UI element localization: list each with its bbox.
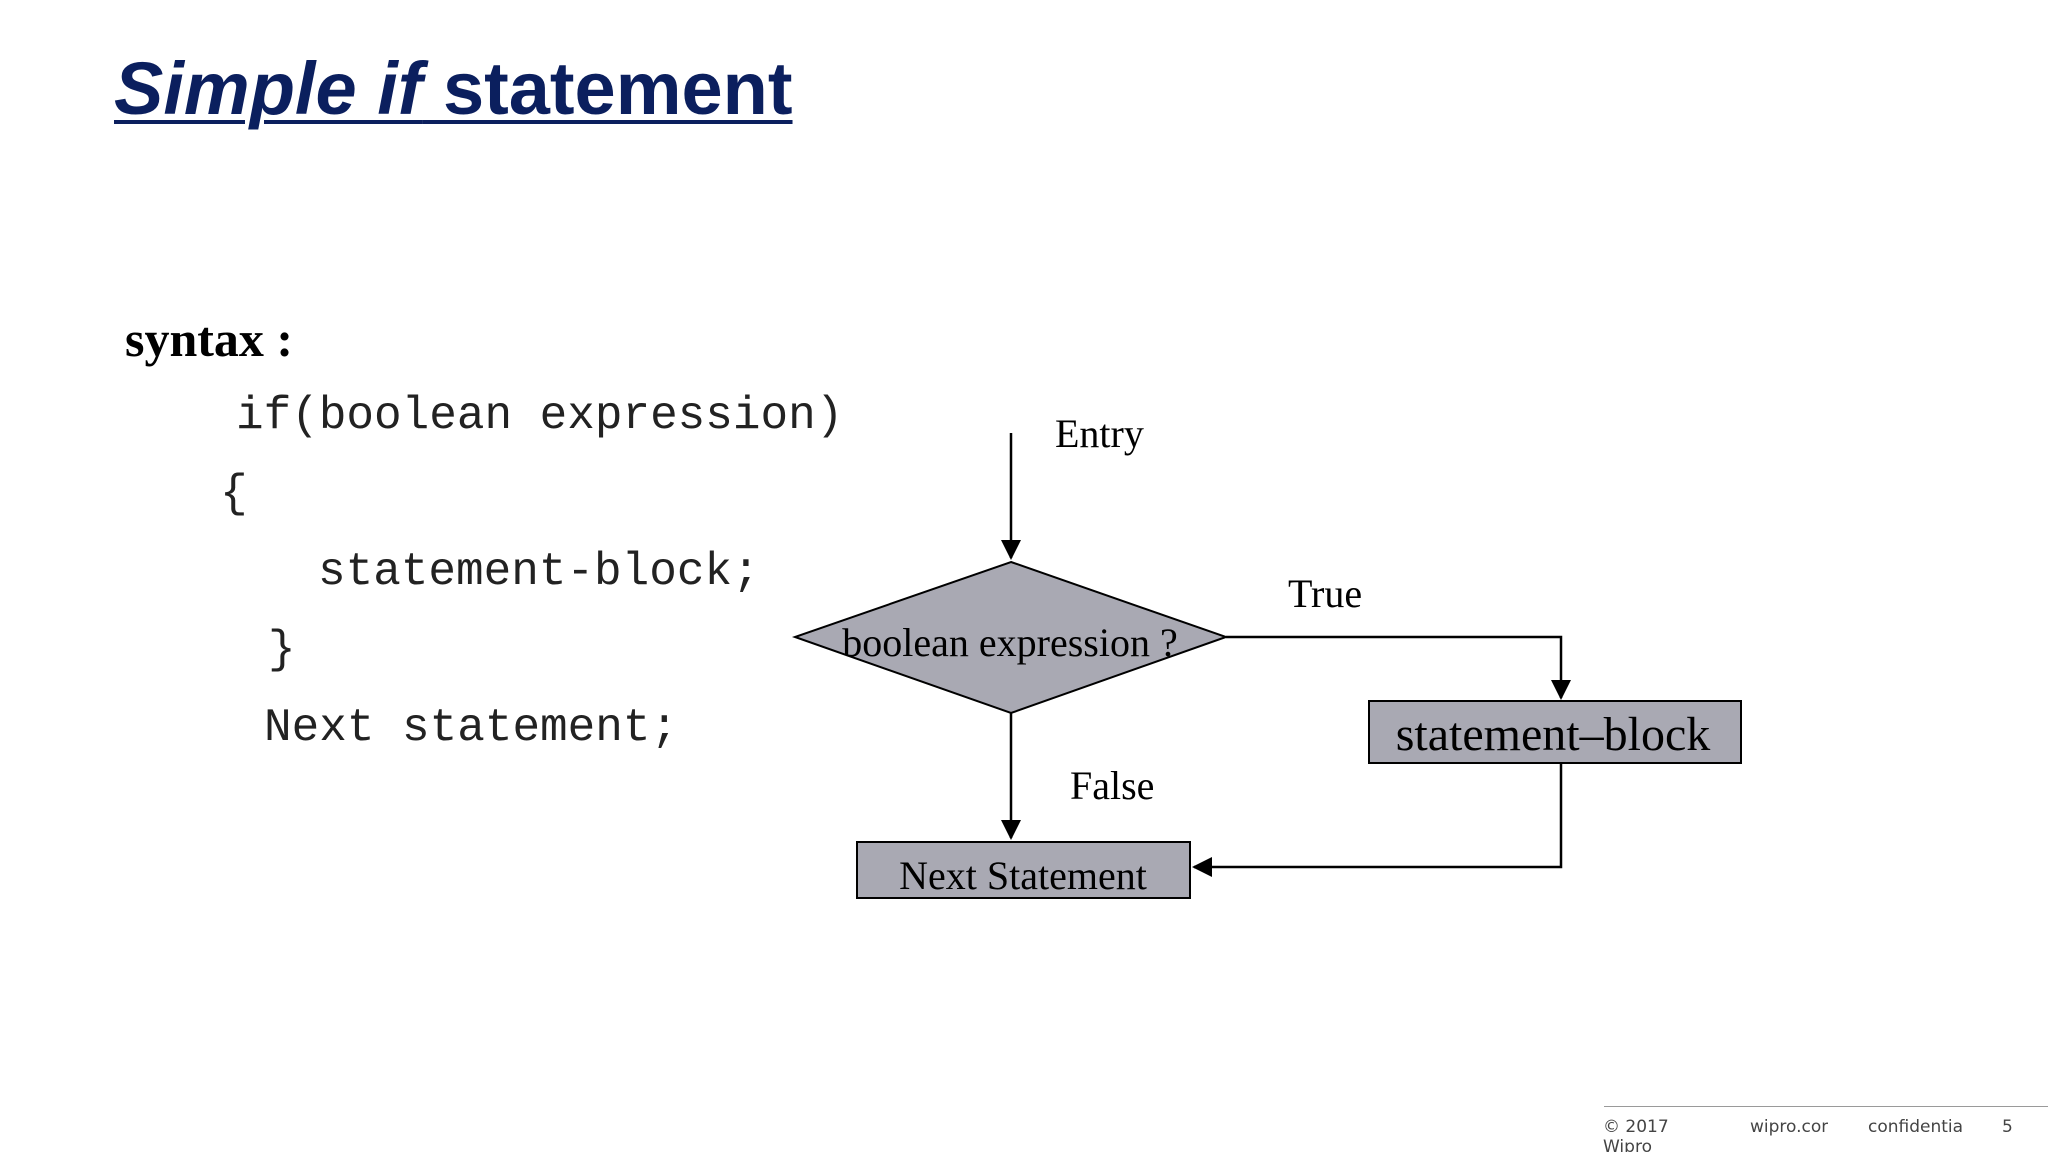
- slide-title: Simple if statement: [114, 46, 793, 131]
- next-statement-box: [856, 841, 1191, 899]
- entry-label: Entry: [1055, 411, 1144, 456]
- slide-title-italic: Simple if: [114, 47, 423, 130]
- code-line-statement-block: statement-block;: [318, 546, 760, 598]
- decision-label: boolean expression ?: [842, 620, 1177, 665]
- true-branch-arrow: [1226, 635, 1571, 700]
- code-line-if: if(boolean expression): [236, 390, 844, 442]
- footer-copyright: © 2017 Wipro: [1603, 1117, 1669, 1152]
- code-line-open-brace: {: [220, 468, 248, 520]
- statement-block-label: statement–block: [1396, 708, 1711, 761]
- syntax-label: syntax :: [125, 311, 294, 367]
- footer-classification: confidential: [1868, 1117, 1964, 1137]
- statement-block-box: [1368, 700, 1742, 764]
- next-statement-label: Next Statement: [899, 853, 1147, 898]
- return-arrow: [1192, 763, 1563, 877]
- slide-title-rest: statement: [422, 47, 793, 130]
- code-line-next-statement: Next statement;: [264, 702, 679, 754]
- footer-page-number: 5: [2002, 1117, 2013, 1137]
- false-label: False: [1070, 763, 1154, 808]
- footer-site: wipro.com: [1750, 1117, 1828, 1137]
- true-label: True: [1288, 571, 1362, 616]
- footer-divider: [1604, 1106, 2048, 1107]
- code-line-close-brace: }: [268, 624, 296, 676]
